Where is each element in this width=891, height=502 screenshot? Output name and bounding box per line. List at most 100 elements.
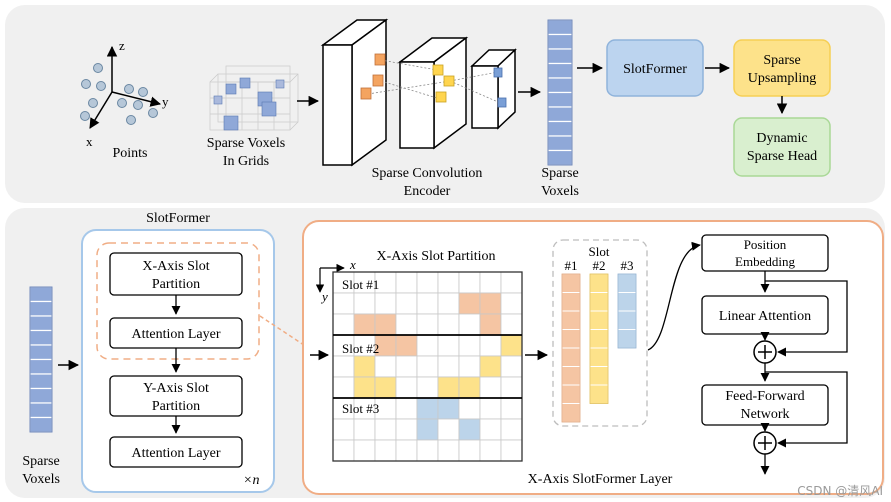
- curve-slots-to-position-embedding: [647, 241, 701, 351]
- axis-label-x: x: [86, 134, 93, 149]
- grid-cell: [458, 355, 481, 378]
- voxel-cell: [29, 344, 53, 361]
- grid-cell: [437, 271, 460, 294]
- point-dot: [88, 98, 98, 108]
- grid-cell: [479, 334, 502, 357]
- grid-cell: [332, 355, 355, 378]
- voxel-column-border: [547, 19, 573, 166]
- watermark: CSDN @清风AI: [797, 484, 883, 498]
- residual-path-1: [765, 280, 848, 357]
- slot-token-stacks: [561, 273, 637, 423]
- grid-cell: [479, 418, 502, 441]
- slot-partition-grid: [332, 271, 523, 462]
- grid-border: [332, 271, 523, 462]
- grid-cell: [395, 439, 418, 462]
- x-partition-label-line1: X-Axis Slot: [142, 259, 209, 274]
- grid-cell: [500, 313, 523, 336]
- point-dot: [148, 108, 158, 118]
- voxel-cell: [29, 416, 53, 433]
- partition-title: X-Axis Slot Partition: [376, 249, 495, 264]
- grid-voxels-label-line2: In Grids: [223, 154, 269, 169]
- grid-axis-label-y: y: [320, 289, 328, 304]
- grid-cell: [500, 397, 523, 420]
- voxel-cell: [29, 402, 53, 419]
- point-dot: [96, 81, 106, 91]
- grid-cell: [395, 292, 418, 315]
- head-label-line2: Sparse Head: [747, 149, 817, 164]
- slot-token: [561, 329, 581, 349]
- slot-token: [617, 329, 637, 349]
- slot-token: [561, 403, 581, 423]
- grid-cell: [332, 376, 355, 399]
- slot-token: [617, 292, 637, 312]
- grid-cell: [458, 334, 481, 357]
- dynamic-head-box: [733, 117, 831, 177]
- voxel-cell: [547, 62, 573, 79]
- sparse-voxel-column: [547, 19, 573, 166]
- point-dot: [81, 79, 91, 89]
- grid-cell: [458, 292, 481, 315]
- slot-stack-border: [561, 273, 581, 423]
- slot-token: [561, 366, 581, 386]
- grid-cell: [374, 313, 397, 336]
- add-node-2: [753, 431, 777, 455]
- head-label-line1: Dynamic: [756, 131, 807, 146]
- grid-cell: [437, 397, 460, 420]
- y-axis-arrow: [111, 91, 162, 107]
- grid-cell: [437, 355, 460, 378]
- grid-cell: [458, 397, 481, 420]
- slot-token: [589, 292, 609, 312]
- grid-cell: [416, 418, 439, 441]
- grid-cell: [332, 418, 355, 441]
- voxel-cell: [547, 135, 573, 152]
- grid-cell: [353, 292, 376, 315]
- axis-label-y: y: [162, 94, 169, 109]
- points-label: Points: [112, 146, 147, 161]
- grid-cell: [416, 292, 439, 315]
- grid-cell: [479, 376, 502, 399]
- grid-cell: [437, 334, 460, 357]
- upsampling-label-line1: Sparse: [763, 53, 800, 68]
- voxel-cell: [29, 300, 53, 317]
- encoder-label-line1: Sparse Convolution: [372, 166, 483, 181]
- grid-cell: [332, 439, 355, 462]
- grid-cell: [332, 313, 355, 336]
- slot-token: [589, 384, 609, 404]
- slot-col1-label: #1: [565, 258, 578, 273]
- grid-cell: [458, 418, 481, 441]
- attention-layer-2-box: [109, 436, 243, 468]
- upsampling-box: [733, 39, 831, 97]
- grid-cell: [500, 292, 523, 315]
- slot-token: [589, 366, 609, 386]
- grid-cell: [437, 376, 460, 399]
- grid-cell: [395, 271, 418, 294]
- slot-token: [589, 310, 609, 330]
- point-dot: [126, 115, 136, 125]
- slot-header: Slot: [589, 244, 610, 259]
- x-partition-label-line2: Partition: [152, 277, 200, 292]
- point-dot: [138, 87, 148, 97]
- repeat-n-label: ×n: [243, 473, 259, 488]
- slot-token: [561, 384, 581, 404]
- ffn-label-line2: Network: [741, 407, 790, 422]
- voxel-cell: [29, 329, 53, 346]
- slot-col3-label: #3: [621, 258, 634, 273]
- voxel-cell: [547, 149, 573, 166]
- voxel-cell: [547, 77, 573, 94]
- x-axis-arrow: [89, 91, 113, 129]
- upsampling-label-line2: Upsampling: [748, 71, 816, 86]
- point-dot: [117, 98, 127, 108]
- grid-cell: [500, 376, 523, 399]
- grid-cell: [416, 271, 439, 294]
- grid-cell: [479, 439, 502, 462]
- slot3-label: Slot #3: [342, 401, 379, 416]
- grid-cell: [500, 334, 523, 357]
- attention-layer-1-label: Attention Layer: [131, 327, 220, 342]
- grid-cell: [416, 376, 439, 399]
- slot-token: [589, 329, 609, 349]
- attention-layer-2-label: Attention Layer: [131, 446, 220, 461]
- slotformer-box: [606, 39, 704, 97]
- y-partition-label-line2: Partition: [152, 399, 200, 414]
- grid-cell: [458, 376, 481, 399]
- grid-cell: [353, 439, 376, 462]
